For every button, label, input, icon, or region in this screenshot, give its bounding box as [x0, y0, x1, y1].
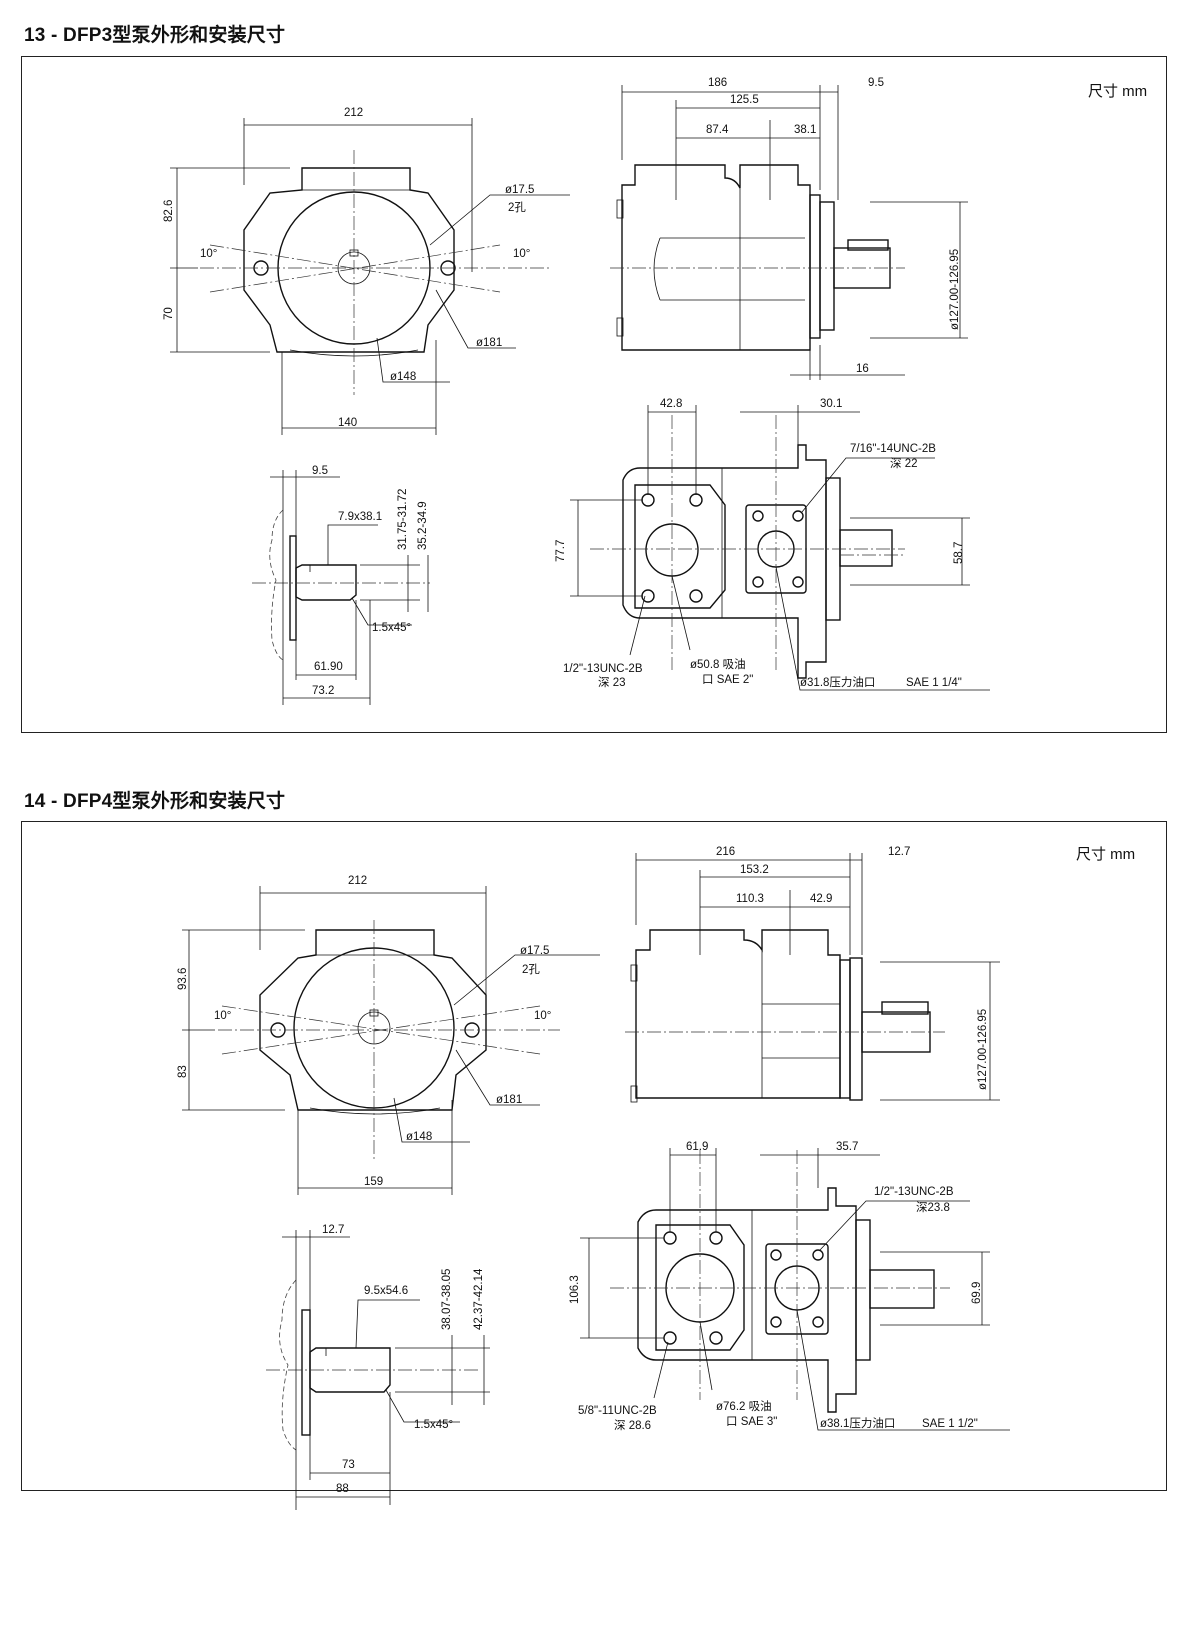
- side-d3-14: 42.9: [810, 893, 832, 905]
- top-depth-s-13: 深 23: [598, 675, 626, 689]
- top-view-13: [570, 405, 990, 691]
- shaft-db-14: 42.37-42.14: [473, 1268, 485, 1330]
- top-suction-a-13: ø50.8 吸油: [690, 657, 746, 671]
- front-angle-left-13: 10°: [200, 248, 217, 260]
- top-x1-13: 42.8: [660, 398, 682, 410]
- shaft-l2-14: 88: [336, 1483, 349, 1495]
- shaft-key-14: 9.5x54.6: [364, 1285, 408, 1297]
- front-angle-right-13: 10°: [513, 248, 530, 260]
- top-depth-p-14: 深23.8: [916, 1200, 950, 1214]
- side-d1-14: 153.2: [740, 864, 769, 876]
- side-d3-13: 38.1: [794, 124, 816, 136]
- side-overall-14: 216: [716, 846, 735, 858]
- side-flange-14: 12.7: [888, 846, 910, 858]
- shaft-step-14: 12.7: [322, 1224, 344, 1236]
- front-pilot-14: ø148: [406, 1131, 432, 1143]
- side-view-14: [625, 853, 1000, 1103]
- front-lower-13: 70: [163, 307, 175, 320]
- top-pressure-14: ø38.1压力油口: [820, 1416, 895, 1430]
- shaft-db-13: 35.2-34.9: [417, 501, 429, 550]
- top-pressure-sae-14: SAE 1 1/2": [922, 1418, 978, 1430]
- top-x1-14: 61.9: [686, 1141, 708, 1153]
- shaft-detail-13: [252, 470, 430, 705]
- front-base-13: 140: [338, 417, 357, 429]
- front-hole-count-13: 2孔: [508, 201, 526, 214]
- front-lower-14: 83: [177, 1065, 189, 1078]
- shaft-da-13: 31.75-31.72: [397, 489, 409, 550]
- shaft-da-14: 38.07-38.05: [441, 1269, 453, 1330]
- shaft-l2-13: 73.2: [312, 685, 334, 697]
- top-pressure-13: ø31.8压力油口: [800, 675, 875, 689]
- side-d1-13: 125.5: [730, 94, 759, 106]
- side-shaft-dia-14: ø127.00-126.95: [977, 1009, 989, 1090]
- section-14-title: 14 - DFP4型泵外形和安装尺寸: [24, 791, 286, 812]
- front-upper-14: 93.6: [177, 968, 189, 990]
- section-13-frame: [21, 56, 1167, 733]
- shaft-detail-14: [266, 1230, 490, 1510]
- front-angle-right-14: 10°: [534, 1010, 551, 1022]
- front-width-13: 212: [344, 107, 363, 119]
- side-d2-13: 87.4: [706, 124, 729, 136]
- shaft-l1-13: 61.90: [314, 661, 343, 673]
- shaft-key-13: 7.9x38.1: [338, 511, 382, 523]
- top-depth-p-13: 深 22: [890, 456, 918, 470]
- side-pilot-len-13: 16: [856, 363, 869, 375]
- front-angle-left-14: 10°: [214, 1010, 231, 1022]
- section-14-frame: [21, 821, 1167, 1491]
- top-suction-b-14: 口 SAE 3": [726, 1416, 777, 1428]
- front-view-14: [182, 886, 600, 1195]
- front-width-14: 212: [348, 875, 367, 887]
- top-thread-p-13: 7/16"-14UNC-2B: [850, 443, 936, 455]
- side-overall-13: 186: [708, 77, 727, 89]
- front-view-13: [170, 118, 570, 435]
- front-hole-count-14: 2孔: [522, 963, 540, 976]
- top-thread-s-13: 1/2"-13UNC-2B: [563, 663, 643, 675]
- section-13-unit: 尺寸 mm: [1088, 83, 1148, 100]
- front-hole-dia-14: ø17.5: [520, 945, 549, 957]
- top-suction-a-14: ø76.2 吸油: [716, 1399, 772, 1413]
- shaft-chamfer-14: 1.5x45°: [414, 1419, 453, 1431]
- side-flange-13: 9.5: [868, 77, 884, 89]
- top-h2-13: 58.7: [953, 542, 965, 564]
- section-14-unit: 尺寸 mm: [1076, 846, 1136, 863]
- side-view-13: [610, 85, 968, 380]
- top-h1-13: 77.7: [555, 540, 567, 562]
- shaft-step-13: 9.5: [312, 465, 328, 477]
- front-pcd-13: ø181: [476, 337, 502, 349]
- front-base-14: 159: [364, 1176, 383, 1188]
- front-hole-dia-13: ø17.5: [505, 184, 534, 196]
- shaft-chamfer-13: 1.5x45°: [372, 622, 411, 634]
- top-pressure-sae-13: SAE 1 1/4": [906, 677, 962, 689]
- top-view-14: [580, 1148, 1010, 1431]
- section-13-title: 13 - DFP3型泵外形和安装尺寸: [24, 25, 286, 46]
- top-x2-13: 30.1: [820, 398, 842, 410]
- side-shaft-dia-13: ø127.00-126.95: [949, 249, 961, 330]
- top-h2-14: 69.9: [971, 1282, 983, 1304]
- front-pilot-13: ø148: [390, 371, 416, 383]
- top-thread-p-14: 1/2"-13UNC-2B: [874, 1186, 954, 1198]
- top-h1-14: 106.3: [569, 1275, 581, 1304]
- top-thread-s-14: 5/8"-11UNC-2B: [578, 1405, 657, 1417]
- top-suction-b-13: 口 SAE 2": [702, 674, 753, 686]
- shaft-l1-14: 73: [342, 1459, 355, 1471]
- top-x2-14: 35.7: [836, 1141, 858, 1153]
- side-d2-14: 110.3: [736, 893, 764, 905]
- front-pcd-14: ø181: [496, 1094, 522, 1106]
- top-depth-s-14: 深 28.6: [614, 1418, 651, 1432]
- front-upper-13: 82.6: [163, 200, 175, 222]
